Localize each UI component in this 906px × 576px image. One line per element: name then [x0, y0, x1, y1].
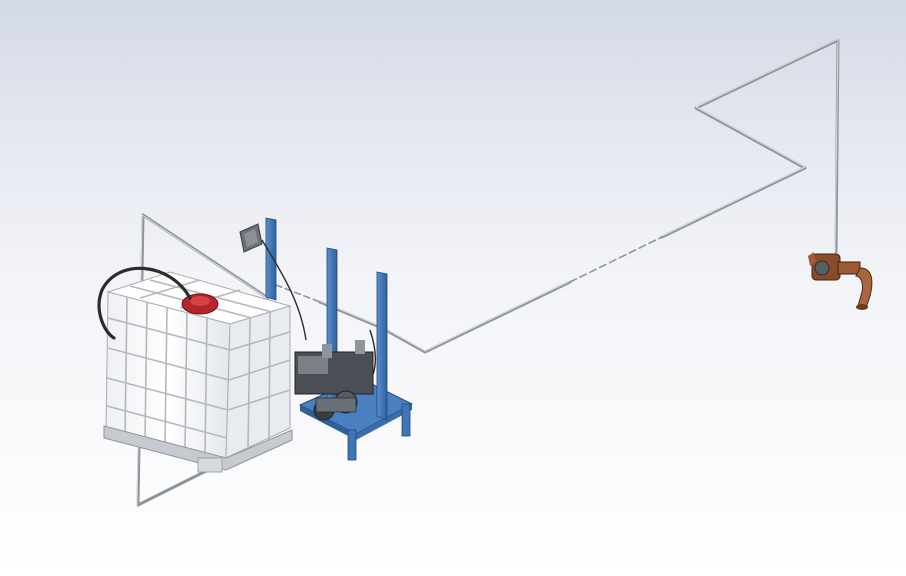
diaphragm-pump[interactable] — [294, 340, 374, 421]
discharge-pipe[interactable] — [275, 38, 840, 354]
ibc-tank[interactable] — [103, 271, 293, 473]
suction-hose[interactable] — [97, 266, 192, 340]
tank-cage — [106, 279, 291, 454]
control-box[interactable] — [239, 223, 263, 253]
tank-cap[interactable] — [181, 293, 219, 315]
outlet-valve[interactable] — [808, 252, 873, 310]
